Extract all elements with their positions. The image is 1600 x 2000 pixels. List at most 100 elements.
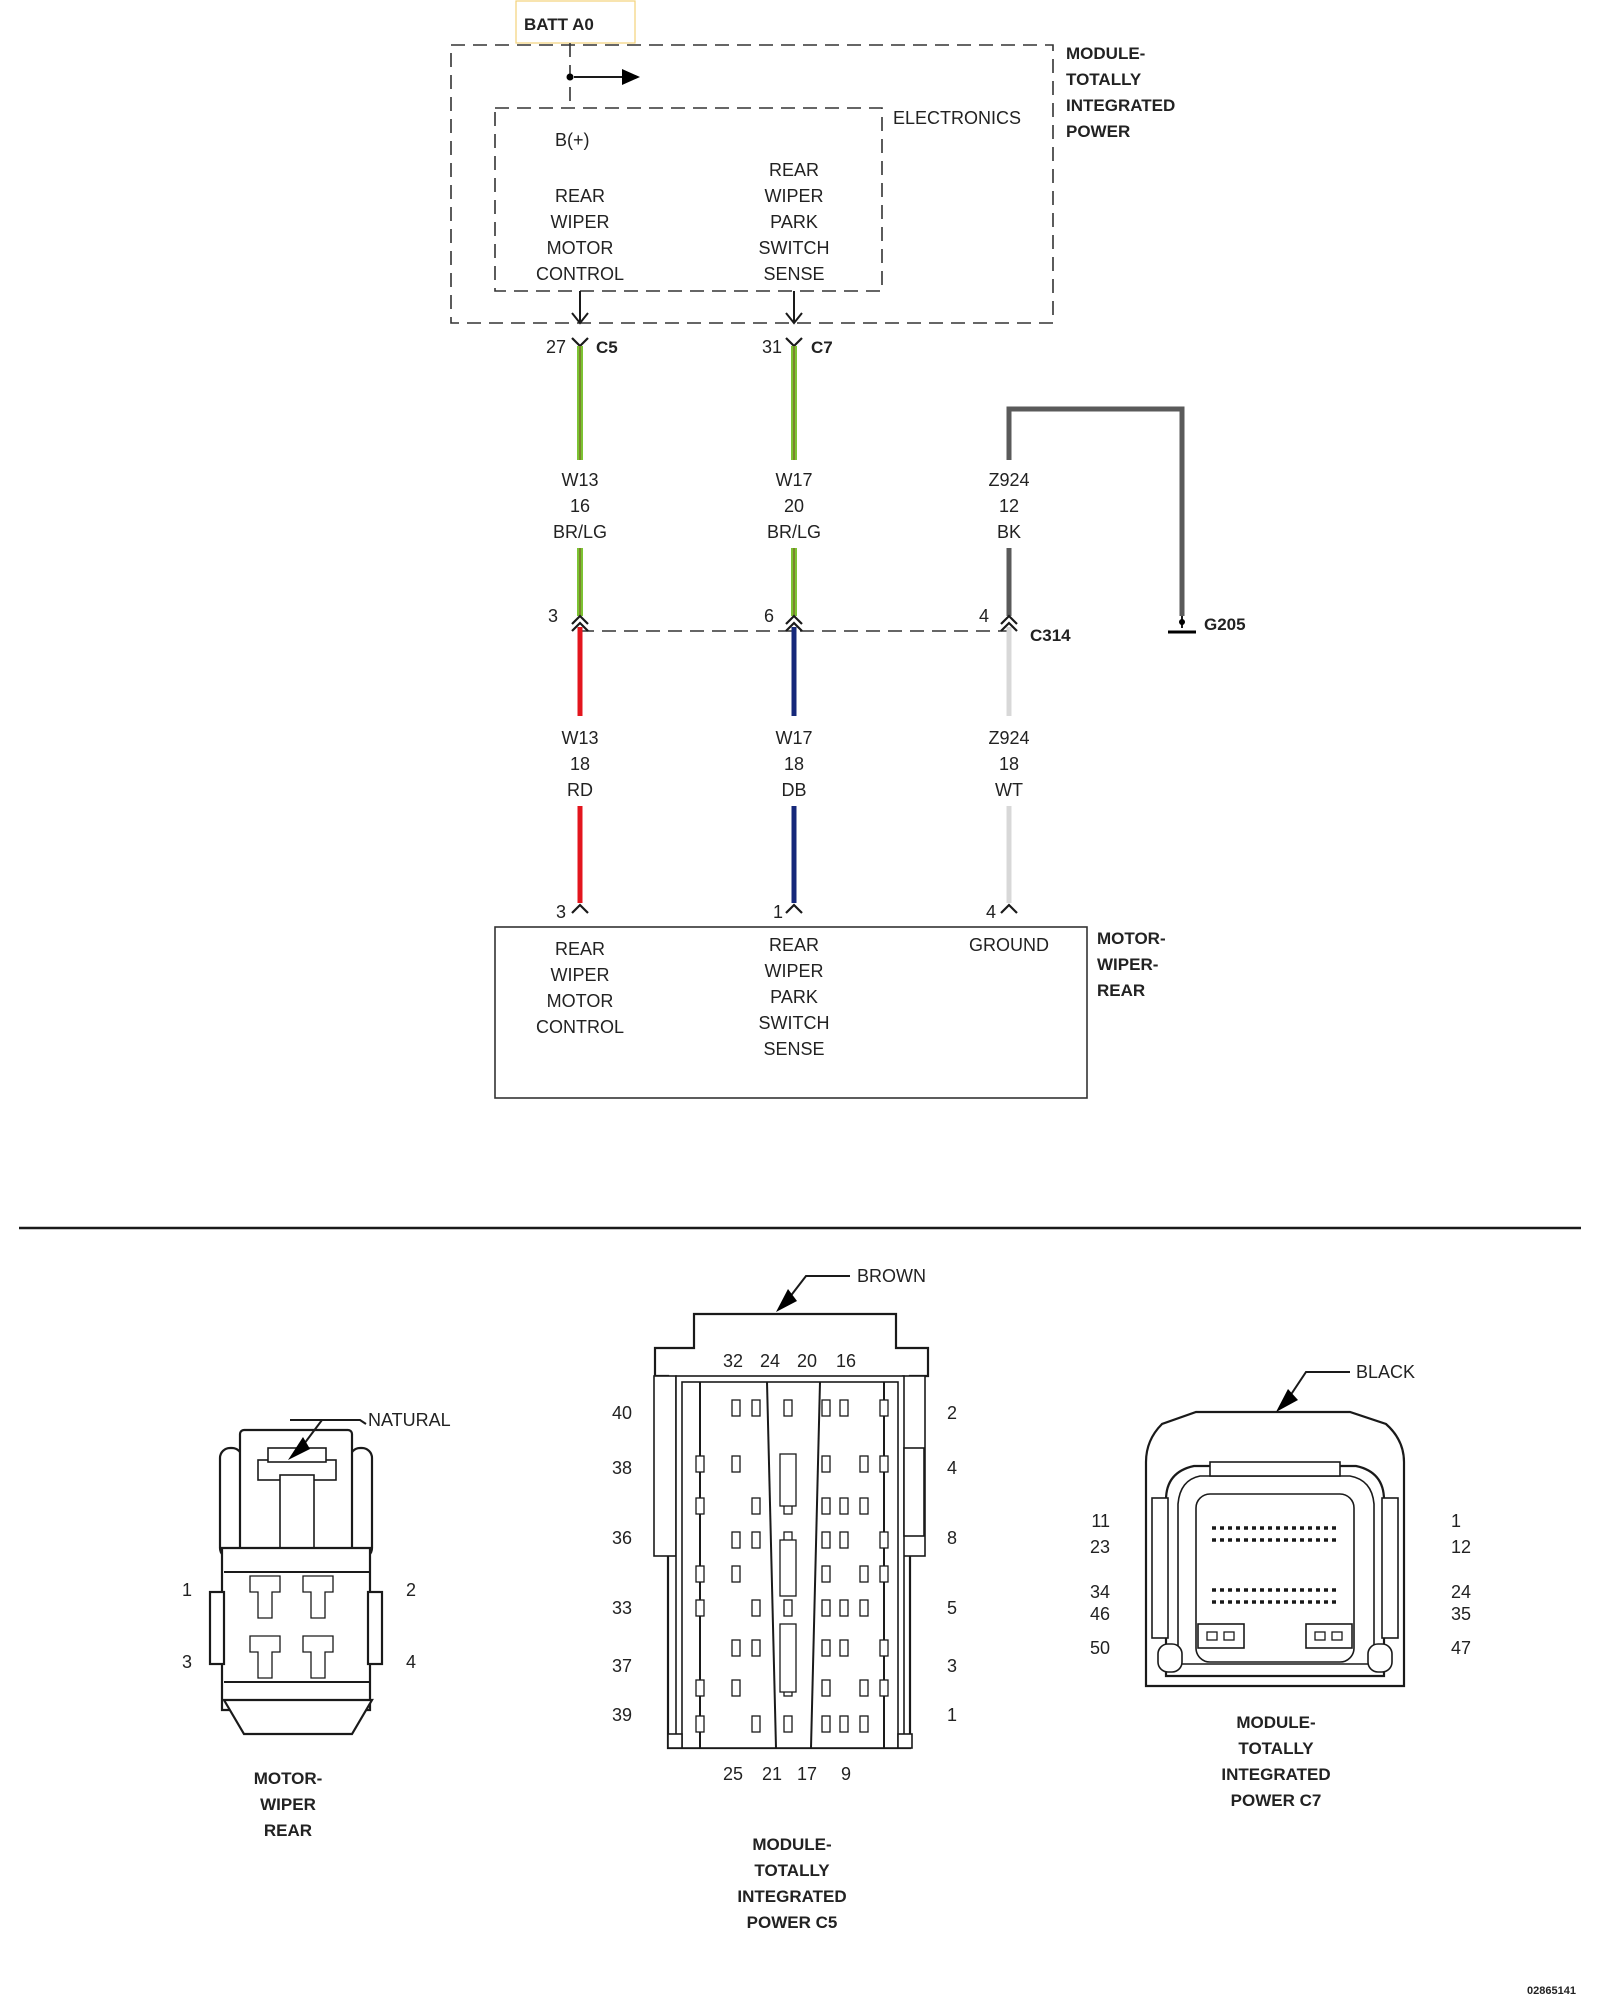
batt-label: BATT A0	[524, 15, 594, 34]
motor-connector-pin-label: 2	[406, 1580, 416, 1600]
wire-w13-upper-label: W13 16 BR/LG	[553, 470, 607, 542]
c7-right-pin-labels: 1 12 24 35 47	[1451, 1511, 1471, 1658]
svg-text:18: 18	[784, 754, 804, 774]
c5-cavity	[783, 1715, 793, 1733]
svg-text:1: 1	[1451, 1511, 1461, 1531]
svg-text:37: 37	[612, 1656, 632, 1676]
wire-z924-upper	[1006, 406, 1185, 616]
svg-text:MODULE-: MODULE-	[752, 1835, 831, 1854]
c314-pin-label: 4	[979, 606, 989, 626]
svg-text:24: 24	[1451, 1582, 1471, 1602]
svg-text:WIPER: WIPER	[764, 961, 823, 981]
wire-z924-lower-label: Z924 18 WT	[988, 728, 1029, 800]
c5-cavity	[821, 1455, 831, 1473]
svg-text:BK: BK	[997, 522, 1021, 542]
svg-text:8: 8	[947, 1528, 957, 1548]
svg-text:Z924: Z924	[988, 470, 1029, 490]
svg-text:SENSE: SENSE	[763, 264, 824, 284]
svg-text:WIPER: WIPER	[550, 965, 609, 985]
svg-text:17: 17	[797, 1764, 817, 1784]
c5-cavity	[821, 1399, 831, 1417]
svg-text:POWER C5: POWER C5	[747, 1913, 838, 1932]
c5-cavity	[695, 1497, 705, 1515]
svg-text:WIPER: WIPER	[764, 186, 823, 206]
c5-cavity	[859, 1679, 869, 1697]
tipm-module-title: MODULE- TOTALLY INTEGRATED POWER	[1066, 44, 1175, 141]
svg-text:WIPER-: WIPER-	[1097, 955, 1158, 974]
wire-w17-lower-label: W17 18 DB	[775, 728, 812, 800]
c5-connector-color-callout: BROWN	[776, 1266, 926, 1312]
c5-cavity	[879, 1531, 889, 1549]
svg-text:WT: WT	[995, 780, 1023, 800]
c5-cavity	[859, 1715, 869, 1733]
c5-cavity	[859, 1497, 869, 1515]
motor-connector-pin-label: 1	[182, 1580, 192, 1600]
c314-pin-symbol	[785, 614, 803, 632]
svg-text:34: 34	[1090, 1582, 1110, 1602]
svg-text:1: 1	[947, 1705, 957, 1725]
motor-pin-symbol	[571, 903, 589, 914]
svg-text:2: 2	[947, 1403, 957, 1423]
motor-title: MOTOR- WIPER- REAR	[1097, 929, 1166, 1000]
c5-cavity	[731, 1531, 741, 1549]
c7-connector-color-callout: BLACK	[1276, 1362, 1415, 1412]
feed-arrow-icon	[622, 69, 640, 85]
svg-text:NATURAL: NATURAL	[368, 1410, 451, 1430]
c5-connector-title: MODULE- TOTALLY INTEGRATED POWER C5	[737, 1835, 846, 1932]
svg-text:REAR: REAR	[769, 160, 819, 180]
wire-w17-upper-label: W17 20 BR/LG	[767, 470, 821, 542]
c5-right-pin-labels: 2 4 8 5 3 1	[947, 1403, 957, 1725]
svg-text:16: 16	[570, 496, 590, 516]
svg-text:32: 32	[723, 1351, 743, 1371]
c7-label: C7	[811, 338, 833, 357]
c5-large-cavity	[779, 1623, 797, 1693]
c5-cavity	[731, 1679, 741, 1697]
pin-31-label: 31	[762, 337, 782, 357]
svg-text:24: 24	[760, 1351, 780, 1371]
svg-text:TOTALLY: TOTALLY	[1066, 70, 1142, 89]
c5-cavity	[731, 1455, 741, 1473]
connector-c5-pin-symbol	[571, 337, 589, 348]
g205-label: G205	[1204, 615, 1246, 634]
svg-text:BROWN: BROWN	[857, 1266, 926, 1286]
c314-pin-symbol	[1000, 614, 1018, 632]
svg-text:DB: DB	[781, 780, 806, 800]
c5-cavity	[821, 1715, 831, 1733]
svg-text:16: 16	[836, 1351, 856, 1371]
c314-label: C314	[1030, 626, 1071, 645]
c5-large-cavity	[779, 1539, 797, 1597]
svg-text:18: 18	[999, 754, 1019, 774]
svg-text:23: 23	[1090, 1537, 1110, 1557]
svg-text:W13: W13	[561, 470, 598, 490]
c5-cavity	[879, 1679, 889, 1697]
c5-cavity-group	[695, 1399, 889, 1733]
svg-text:18: 18	[570, 754, 590, 774]
c5-cavity	[839, 1599, 849, 1617]
c5-cavity	[731, 1399, 741, 1417]
svg-text:BLACK: BLACK	[1356, 1362, 1415, 1382]
c5-cavity	[821, 1639, 831, 1657]
motor-ground-label: GROUND	[969, 935, 1049, 955]
svg-text:38: 38	[612, 1458, 632, 1478]
svg-text:20: 20	[784, 496, 804, 516]
svg-text:33: 33	[612, 1598, 632, 1618]
bplus-label: B(+)	[555, 130, 590, 150]
c5-cavity	[839, 1715, 849, 1733]
c314-pin-symbol	[571, 614, 589, 632]
svg-text:46: 46	[1090, 1604, 1110, 1624]
svg-text:W13: W13	[561, 728, 598, 748]
c5-left-pin-labels: 40 38 36 33 37 39	[612, 1403, 632, 1725]
figure-id: 02865141	[1527, 1985, 1576, 1997]
svg-text:RD: RD	[567, 780, 593, 800]
c5-cavity	[879, 1639, 889, 1657]
svg-text:SENSE: SENSE	[763, 1039, 824, 1059]
c5-cavity	[821, 1565, 831, 1583]
c5-cavity	[751, 1497, 761, 1515]
c5-cavity	[821, 1599, 831, 1617]
svg-text:REAR: REAR	[1097, 981, 1145, 1000]
batt-tag-box	[515, 0, 636, 44]
c5-bottom-pin-labels: 25 21 17 9	[723, 1764, 851, 1784]
splice-dot	[566, 73, 574, 81]
svg-text:TOTALLY: TOTALLY	[1238, 1739, 1314, 1758]
